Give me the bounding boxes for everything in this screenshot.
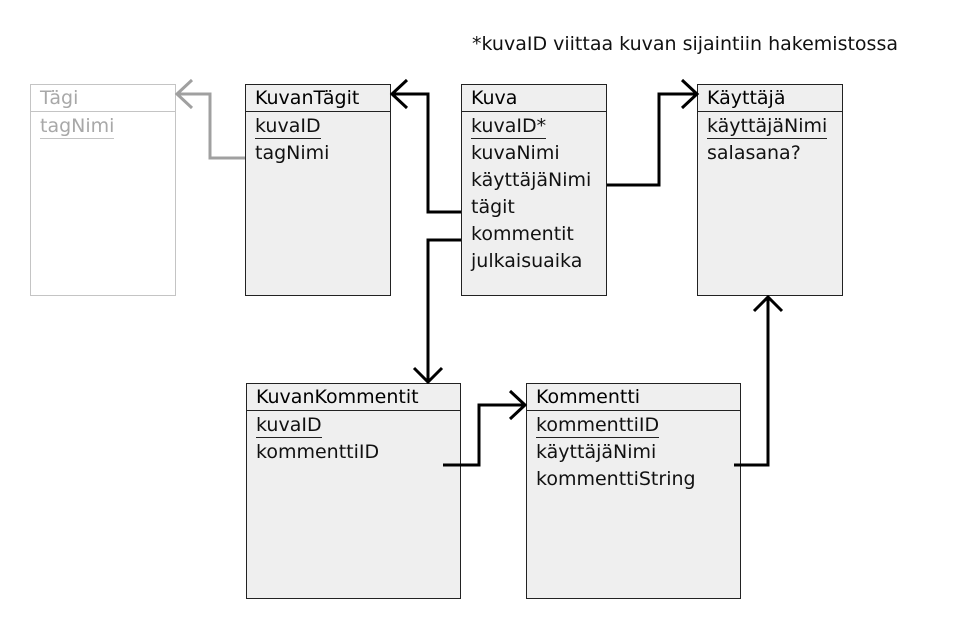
entity-fields: kuvaID* kuvaNimi käyttäjäNimi tägit kommenti… bbox=[462, 112, 606, 275]
entity-kuvantagit: KuvanTägit kuvaID tagNimi bbox=[245, 84, 391, 296]
entity-fields: kommenttiID käyttäjäNimi kommenttiString bbox=[527, 411, 740, 493]
entity-field: kommenttiString bbox=[536, 466, 740, 493]
entity-fields: tagNimi bbox=[31, 112, 175, 140]
field-label: käyttäjäNimi bbox=[471, 169, 592, 191]
entity-kuva: Kuva kuvaID* kuvaNimi käyttäjäNimi tägit kom… bbox=[461, 84, 607, 296]
field-label: kommentit bbox=[471, 223, 574, 245]
entity-field: käyttäjäNimi bbox=[471, 167, 606, 194]
field-label: kuvaID bbox=[256, 414, 322, 438]
field-label: tagNimi bbox=[255, 142, 330, 164]
field-label: kuvaID bbox=[255, 115, 321, 139]
field-label: käyttäjäNimi bbox=[536, 441, 657, 463]
entity-field: kommenttiID bbox=[536, 412, 740, 439]
entity-field: käyttäjäNimi bbox=[536, 439, 740, 466]
arrowhead-kuvankommentit bbox=[412, 366, 444, 385]
relation-kuvantagit-tagi bbox=[177, 92, 245, 160]
entity-field: salasana? bbox=[707, 140, 842, 167]
field-label: kuvaNimi bbox=[471, 142, 560, 164]
entity-field: kommenttiID bbox=[256, 439, 460, 466]
entity-field: julkaisuaika bbox=[471, 248, 606, 275]
entity-field: kommentit bbox=[471, 221, 606, 248]
entity-tagi: Tägi tagNimi bbox=[30, 84, 176, 296]
entity-field: tagNimi bbox=[40, 113, 175, 140]
arrowhead-kommentti bbox=[508, 389, 528, 421]
relation-kuva-kayttaja bbox=[607, 92, 697, 187]
entity-fields: kuvaID tagNimi bbox=[246, 112, 390, 167]
relation-kuva-kuvankommentit bbox=[426, 238, 461, 382]
entity-field: kuvaID* bbox=[471, 113, 606, 140]
field-label: kommenttiString bbox=[536, 468, 696, 490]
relation-kuva-kuvantagit bbox=[392, 92, 461, 214]
field-label: kuvaID* bbox=[471, 115, 547, 139]
field-label: kommenttiID bbox=[256, 441, 380, 463]
entity-title: KuvanKommentit bbox=[247, 384, 460, 411]
entity-fields: käyttäjäNimi salasana? bbox=[698, 112, 842, 167]
field-label: tagNimi bbox=[40, 115, 115, 139]
relation-kommentti-kayttaja bbox=[734, 297, 770, 467]
arrowhead-kuvantagit bbox=[389, 78, 409, 110]
entity-title: Tägi bbox=[31, 85, 175, 112]
entity-field: kuvaNimi bbox=[471, 140, 606, 167]
relation-kuvankommentit-kommentti bbox=[443, 403, 525, 467]
entity-field: tagNimi bbox=[255, 140, 390, 167]
entity-field: kuvaID bbox=[256, 412, 460, 439]
entity-fields: kuvaID kommenttiID bbox=[247, 411, 460, 466]
entity-field: käyttäjäNimi bbox=[707, 113, 842, 140]
arrowhead-tagi bbox=[174, 78, 194, 110]
entity-title: Kuva bbox=[462, 85, 606, 112]
entity-kayttaja: Käyttäjä käyttäjäNimi salasana? bbox=[697, 84, 843, 296]
entity-title: Kommentti bbox=[527, 384, 740, 411]
field-label: kommenttiID bbox=[536, 414, 660, 438]
entity-field: kuvaID bbox=[255, 113, 390, 140]
entity-title: KuvanTägit bbox=[246, 85, 390, 112]
field-label: tägit bbox=[471, 196, 515, 218]
field-label: salasana? bbox=[707, 142, 801, 164]
arrowhead-kayttaja-top bbox=[680, 78, 700, 110]
entity-title: Käyttäjä bbox=[698, 85, 842, 112]
entity-field: tägit bbox=[471, 194, 606, 221]
arrowhead-kayttaja-bottom bbox=[752, 294, 784, 313]
field-label: julkaisuaika bbox=[471, 250, 583, 272]
entity-kuvankommentit: KuvanKommentit kuvaID kommenttiID bbox=[246, 383, 461, 599]
footnote: *kuvaID viittaa kuvan sijaintiin hakemis… bbox=[472, 33, 898, 55]
field-label: käyttäjäNimi bbox=[707, 115, 828, 139]
